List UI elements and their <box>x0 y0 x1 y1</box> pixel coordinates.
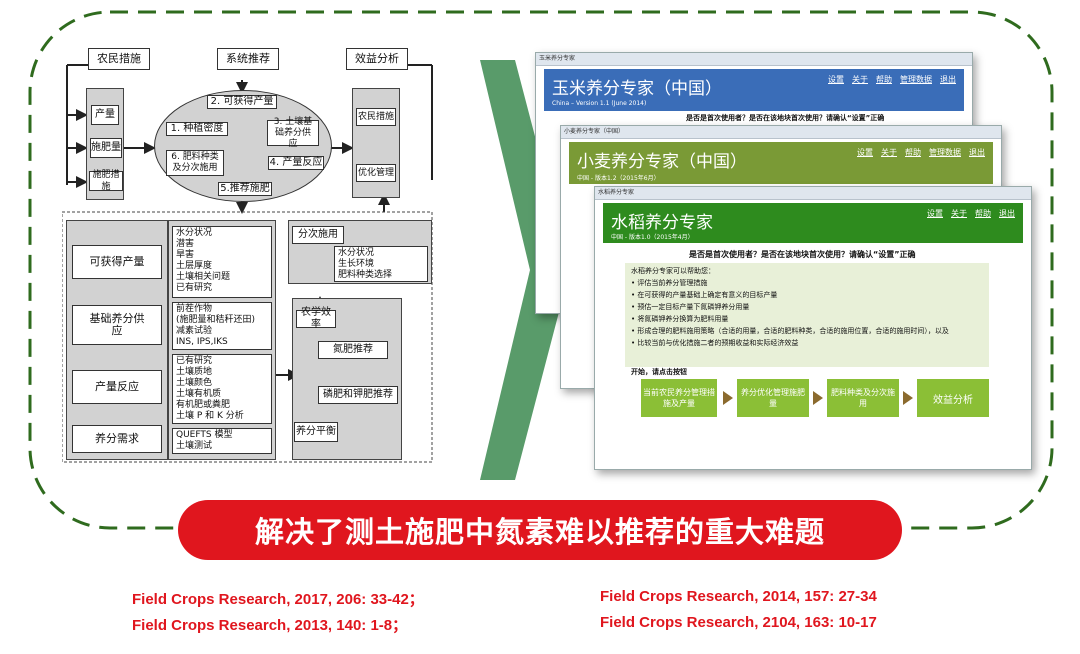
oval-item-1: 1. 种植密度 <box>166 122 228 136</box>
rice-help-item: • 评估当前养分管理措施 <box>631 279 708 287</box>
wheat-window-titlebar: 小麦养分专家（中国） <box>561 126 1001 139</box>
corn-nav: 设置关于帮助管理数据退出 <box>820 74 956 85</box>
rice-help-item: • 预估一定目标产量下氮磷钾养分用量 <box>631 303 750 311</box>
corn-nav-settings[interactable]: 设置 <box>828 75 844 84</box>
lower-left-yield-response: 产量反应 <box>72 370 162 404</box>
rice-title: 水稻养分专家 <box>611 213 713 233</box>
rice-nav-about[interactable]: 关于 <box>951 209 967 218</box>
wheat-header: 小麦养分专家（中国） 中国 - 版本1.2（2015年6月） 设置关于帮助管理数… <box>569 142 993 184</box>
left-box-yield: 产量 <box>91 105 119 125</box>
rice-help-panel: 水稻养分专家可以帮助您： • 评估当前养分管理措施 • 在可获得的产量基础上确定… <box>625 263 989 367</box>
wheat-title: 小麦养分专家（中国） <box>577 152 747 172</box>
lower-left-indigenous-supply: 基础养分供应 <box>72 305 162 345</box>
wheat-nav: 设置关于帮助管理数据退出 <box>849 147 985 158</box>
rice-subtitle: 中国 - 版本1.0（2015年4月） <box>611 234 694 241</box>
reference-4: Field Crops Research, 2104, 163: 10-17 <box>600 614 877 631</box>
rice-nav-help[interactable]: 帮助 <box>975 209 991 218</box>
lower-mid-soil: 已有研究 土壤质地 土壤颜色 土壤有机质 有机肥或粪肥 土壤 P 和 K 分析 <box>172 354 272 424</box>
conclusion-banner: 解决了测土施肥中氮素难以推荐的重大难题 <box>178 500 902 560</box>
rice-nav-exit[interactable]: 退出 <box>999 209 1015 218</box>
wheat-subtitle: 中国 - 版本1.2（2015年6月） <box>577 175 660 182</box>
n-recommend-box: 氮肥推荐 <box>318 341 388 359</box>
oval-item-2: 2. 可获得产量 <box>207 95 277 109</box>
flow-diagram: 农民措施 系统推荐 效益分析 产量 施肥量 施肥措施 2. 可获得产量 1. 种… <box>62 40 444 465</box>
corn-title: 玉米养分专家（中国） <box>552 79 722 99</box>
oval-item-5: 5.推荐施肥 <box>218 182 272 196</box>
corn-header: 玉米养分专家（中国） China – Version 1.1 (June 201… <box>544 69 964 111</box>
top-box-benefit: 效益分析 <box>346 48 408 70</box>
rice-nav-settings[interactable]: 设置 <box>927 209 943 218</box>
reference-2: Field Crops Research, 2014, 157: 27-34 <box>600 588 877 605</box>
rice-notice: 是否是首次使用者？是否在该地块首次使用？请确认“设置”正确 <box>689 250 916 259</box>
step-arrow-icon <box>723 391 733 405</box>
step-button-current-practice[interactable]: 当前农民养分管理措施及产量 <box>641 379 717 417</box>
rice-header: 水稻养分专家 中国 - 版本1.0（2015年4月） 设置关于帮助退出 <box>603 203 1023 243</box>
rice-expert-window: 水稻养分专家 水稻养分专家 中国 - 版本1.0（2015年4月） 设置关于帮助… <box>594 186 1032 470</box>
wheat-nav-about[interactable]: 关于 <box>881 148 897 157</box>
top-box-farmer: 农民措施 <box>88 48 150 70</box>
wheat-nav-manage[interactable]: 管理数据 <box>929 148 961 157</box>
reference-3: Field Crops Research, 2013, 140: 1-8； <box>132 617 408 634</box>
corn-nav-manage[interactable]: 管理数据 <box>900 75 932 84</box>
corn-nav-exit[interactable]: 退出 <box>940 75 956 84</box>
wheat-nav-settings[interactable]: 设置 <box>857 148 873 157</box>
rice-nav: 设置关于帮助退出 <box>919 208 1015 219</box>
left-box-fert-rate: 施肥量 <box>90 138 122 158</box>
split-application-box: 分次施用 <box>292 226 344 244</box>
step-button-optimized-rate[interactable]: 养分优化管理施肥量 <box>737 379 809 417</box>
corn-subtitle: China – Version 1.1 (June 2014) <box>552 100 647 107</box>
wheat-nav-exit[interactable]: 退出 <box>969 148 985 157</box>
rice-help-title: 水稻养分专家可以帮助您： <box>631 267 715 275</box>
reference-1: Field Crops Research, 2017, 206: 33-42； <box>132 591 424 608</box>
split-factors-box: 水分状况 生长环境 肥料种类选择 <box>334 246 428 282</box>
rice-help-item: • 比较当前与优化措施二者的预期收益和实际经济效益 <box>631 339 799 347</box>
lower-mid-previous-crop: 前茬作物 (施肥量和秸秆还田) 减素试验 INS, IPS,IKS <box>172 302 272 350</box>
oval-item-3: 3. 土壤基础养分供应 <box>267 117 319 149</box>
pk-recommend-box: 磷肥和钾肥推荐 <box>318 386 398 404</box>
rice-help-item: • 在可获得的产量基础上确定有意义的目标产量 <box>631 291 778 299</box>
rice-help-item: • 形成合理的肥料施用策略（合适的用量，合适的肥料种类，合适的施用位置，合适的施… <box>631 327 949 335</box>
step-arrow-icon <box>813 391 823 405</box>
agronomic-efficiency-box: 农学效率 <box>296 307 336 330</box>
corn-notice: 是否是首次使用者？是否在该地块首次使用？请确认“设置”正确 <box>686 114 885 122</box>
lower-left-attainable-yield: 可获得产量 <box>72 245 162 279</box>
corn-nav-about[interactable]: 关于 <box>852 75 868 84</box>
rice-start-label: 开始，请点击按钮 <box>631 368 687 376</box>
lower-left-nutrient-demand: 养分需求 <box>72 425 162 453</box>
rice-help-item: • 将氮磷钾养分换算为肥料用量 <box>631 315 729 323</box>
oval-item-4: 4. 产量反应 <box>268 156 324 170</box>
left-box-fert-practice: 施肥措施 <box>89 170 123 192</box>
top-box-system: 系统推荐 <box>217 48 279 70</box>
oval-item-6: 6. 肥料种类及分次施用 <box>166 150 224 176</box>
corn-window-titlebar: 玉米养分专家 <box>536 53 972 66</box>
step-button-fertilizer-split[interactable]: 肥料种类及分次施用 <box>827 379 899 417</box>
right-box-farmer: 农民措施 <box>356 108 396 126</box>
right-box-optimized: 优化管理 <box>356 164 396 182</box>
step-arrow-icon <box>903 391 913 405</box>
lower-mid-quefts: QUEFTS 模型 土壤测试 <box>172 428 272 454</box>
nutrient-balance-box: 养分平衡 <box>294 422 338 442</box>
step-button-benefit-analysis[interactable]: 效益分析 <box>917 379 989 417</box>
rice-window-titlebar: 水稻养分专家 <box>595 187 1031 200</box>
wheat-nav-help[interactable]: 帮助 <box>905 148 921 157</box>
lower-mid-water: 水分状况 潜害 旱害 土层厚度 土壤相关问题 已有研究 <box>172 226 272 298</box>
corn-nav-help[interactable]: 帮助 <box>876 75 892 84</box>
